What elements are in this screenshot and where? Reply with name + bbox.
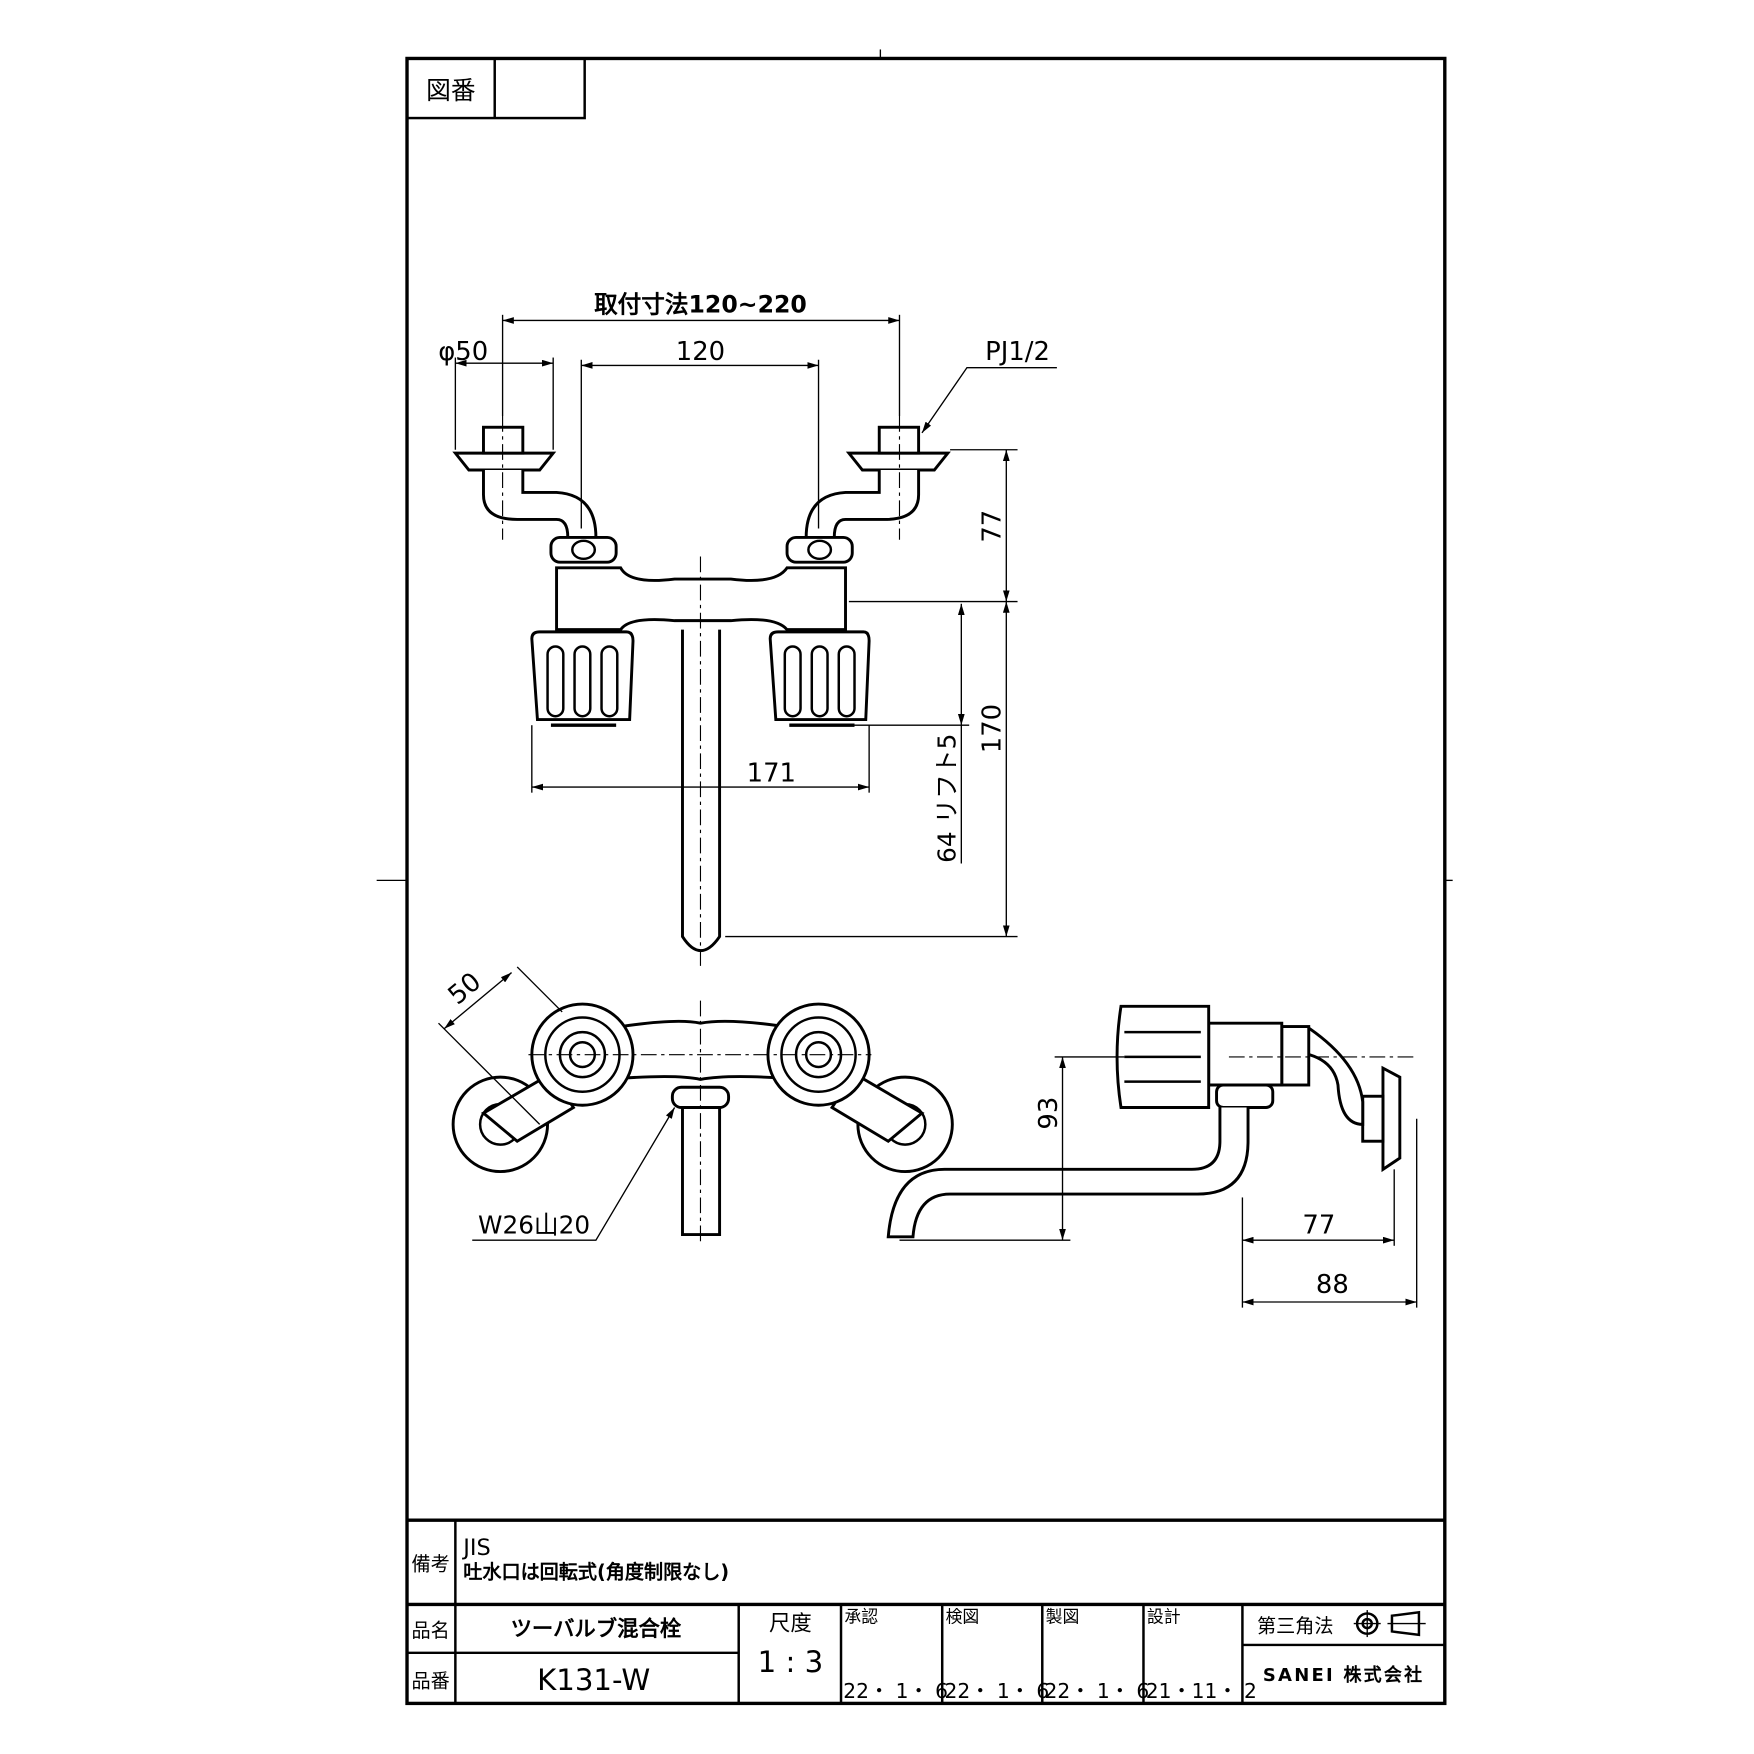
scale-label: 尺度 — [769, 1611, 812, 1636]
title-block: 品名 ツーバルブ混合栓 品番 K131-W 尺度 1 : 3 承認 22・ 1・… — [407, 1602, 1445, 1704]
remarks-block: 備考 JIS 吐水口は回転式(角度制限なし) — [407, 1518, 1445, 1704]
drawing-frame — [376, 49, 1453, 1706]
approved-label: 承認 — [844, 1606, 878, 1626]
depth-77-dim: 77 — [1302, 1210, 1335, 1240]
nut-dim: W26山20 — [478, 1210, 590, 1239]
designed-label: 設計 — [1147, 1606, 1181, 1626]
name-label: 品名 — [412, 1619, 450, 1642]
drawn-date: 22・ 1・ 6 — [1045, 1679, 1150, 1703]
drawing-number-box: 図番 — [405, 57, 586, 120]
spout-93-dim: 93 — [1034, 1097, 1064, 1130]
pitch-dim: 120 — [676, 337, 725, 367]
drawing-number-label: 図番 — [426, 76, 475, 105]
height-170-dim: 170 — [978, 704, 1008, 753]
third-angle-projection-icon — [1353, 1610, 1426, 1638]
height-77-dim: 77 — [978, 510, 1008, 543]
width-171-dim: 171 — [747, 758, 796, 788]
side-view — [886, 1004, 1417, 1239]
checked-date: 22・ 1・ 6 — [944, 1679, 1049, 1703]
mounting-range-dim: 取付寸法120~220 — [594, 291, 807, 319]
drawn-label: 製図 — [1046, 1606, 1080, 1626]
product-name: ツーバルブ混合栓 — [511, 1616, 682, 1642]
scale-value: 1 : 3 — [758, 1645, 824, 1679]
approved-date: 22・ 1・ 6 — [843, 1679, 948, 1703]
front-dimensions: 取付寸法120~220 φ50 120 PJ1/2 77 170 64 リフト5… — [438, 291, 1057, 938]
flange-dia-dim: φ50 — [438, 337, 488, 367]
thread-dim: PJ1/2 — [985, 337, 1050, 367]
projection-label: 第三角法 — [1257, 1615, 1333, 1638]
front-view — [452, 416, 951, 967]
side-dimensions: 93 77 88 — [899, 1056, 1418, 1308]
remarks-line1: JIS — [461, 1535, 491, 1561]
product-number: K131-W — [537, 1663, 650, 1697]
lift-dim: 64 リフト5 — [933, 734, 962, 863]
right-handle — [768, 630, 871, 727]
designed-date: 21・11・ 2 — [1146, 1679, 1257, 1703]
depth-88-dim: 88 — [1316, 1270, 1349, 1300]
remarks-label: 備考 — [412, 1553, 450, 1576]
checked-label: 検図 — [946, 1606, 980, 1626]
plan-view — [451, 1000, 954, 1243]
company-name: SANEI 株式会社 — [1263, 1664, 1424, 1686]
remarks-line2: 吐水口は回転式(角度制限なし) — [463, 1561, 729, 1584]
number-label: 品番 — [412, 1670, 450, 1693]
handle-50-dim: 50 — [443, 967, 487, 1011]
left-handle — [530, 630, 635, 727]
